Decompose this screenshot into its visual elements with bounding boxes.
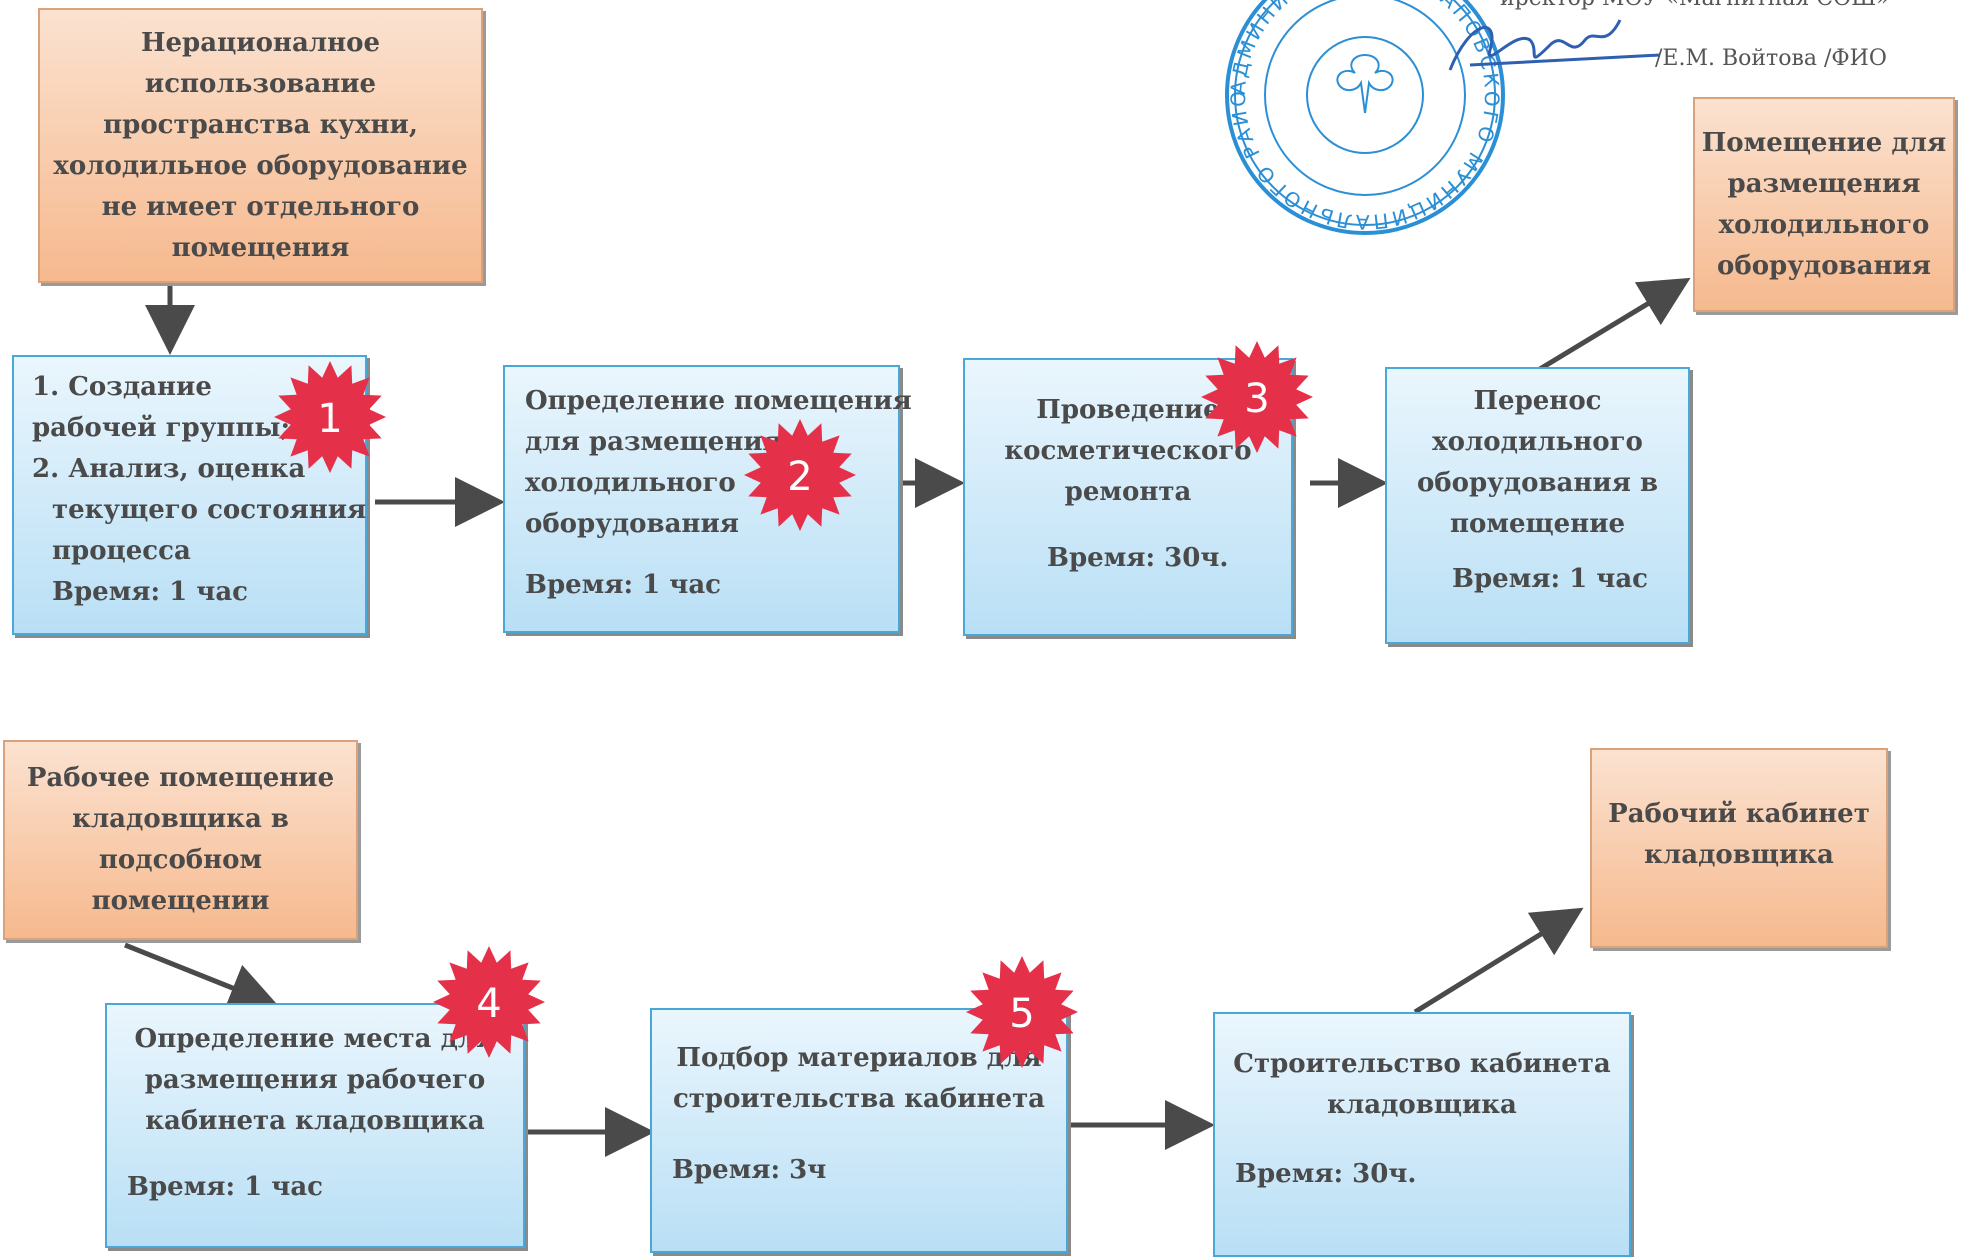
problem-line: пространства кухни, [103, 109, 418, 140]
step-time: Время: 30ч. [1235, 1159, 1417, 1189]
step-line: кладовщика [1327, 1090, 1517, 1120]
problem-box-kitchen: Нерационалное использование пространства… [38, 8, 483, 283]
problem-line: холодильное оборудование [53, 150, 468, 181]
director-title: иректор МОУ «Магнитная СОШ» [1500, 0, 1890, 11]
signature-mark [1448, 19, 1661, 71]
result-box-fridge-room: Помещение для размещения холодильного об… [1693, 97, 1955, 312]
problem-line: Рабочее помещение [26, 763, 335, 793]
result-line: Рабочий кабинет [1608, 799, 1870, 829]
step-line: кабинета кладовщика [145, 1106, 485, 1136]
step-line: строительства кабинета [672, 1084, 1046, 1114]
problem-line: кладовщика в [72, 804, 289, 834]
step-box-build-office: Строительство кабинета кладовщика Время:… [1213, 1012, 1631, 1257]
badge-number: 5 [1009, 991, 1034, 1037]
step-line: для размещения [525, 427, 782, 457]
step-line: косметического [1004, 436, 1252, 466]
step-line: холодильного [525, 468, 736, 498]
badge-number: 1 [317, 396, 342, 442]
step-line: Строительство кабинета [1233, 1049, 1611, 1079]
step-badge-5: 5 [966, 956, 1078, 1068]
step-time: Время: 3ч [672, 1155, 827, 1185]
step-badge-2: 2 [744, 419, 856, 531]
problem-line: не имеет отдельного [101, 191, 420, 222]
step-line: Определение помещения [525, 386, 912, 416]
step-line: рабочей группы; [32, 413, 291, 443]
step-box-working-group: 1. Создание рабочей группы; 2. Анализ, о… [12, 355, 367, 635]
step-badge-3: 3 [1201, 341, 1313, 453]
badge-number: 2 [787, 454, 812, 500]
result-line: холодильного [1718, 209, 1930, 240]
badge-number: 4 [476, 981, 501, 1027]
result-box-office: Рабочий кабинет кладовщика [1590, 748, 1888, 948]
step-time: Время: 1 час [525, 570, 721, 600]
step-box-move-fridge: Перенос холодильного оборудования в поме… [1385, 367, 1690, 644]
stamp-emblem-icon [1336, 53, 1394, 114]
step-time: Время: 1 час [52, 577, 248, 607]
step-time: Время: 30ч. [1047, 543, 1229, 573]
problem-line: подсобном [98, 845, 263, 875]
step-line: процесса [52, 536, 191, 566]
result-line: размещения [1727, 168, 1921, 199]
result-line: кладовщика [1644, 840, 1834, 870]
step-box-define-place: Определение места для размещения рабочег… [105, 1003, 525, 1248]
problem-line: использование [144, 68, 377, 99]
step-line: оборудования в [1416, 468, 1659, 498]
arrow-row2-step3-to-result [1413, 907, 1584, 1015]
badge-number: 3 [1244, 376, 1269, 422]
step-line: оборудования [525, 509, 739, 539]
step-line: Перенос [1473, 386, 1602, 416]
result-line: оборудования [1717, 250, 1931, 281]
step-line: холодильного [1432, 427, 1643, 457]
step-line: текущего состояния [52, 495, 367, 525]
problem-line: помещения [171, 232, 350, 263]
official-stamp: АДМИНИСТРАЦИЯ АГАПОВСКОГО МУНИЦИПАЛЬНОГО… [1200, 0, 1505, 235]
step-box-materials: Подбор материалов для строительства каби… [650, 1008, 1068, 1253]
step-line: размещения рабочего [144, 1065, 486, 1095]
step-line: Проведение [1036, 395, 1220, 425]
arrow-problem2-to-step1 [124, 942, 280, 1012]
problem-box-storekeeper: Рабочее помещение кладовщика в подсобном… [3, 740, 358, 940]
step-line: 2. Анализ, оценка [32, 454, 306, 484]
signer-name: /Е.М. Войтова /ФИО [1655, 46, 1887, 71]
step-line: помещение [1449, 509, 1626, 539]
step-box-define-room: Определение помещения для размещения хол… [503, 365, 912, 633]
result-line: Помещение для [1701, 127, 1947, 158]
problem-line: помещении [91, 886, 270, 916]
arrow-step4-to-result1 [1528, 277, 1691, 378]
step-time: Время: 1 час [127, 1172, 323, 1202]
problem-line: Нерационалное [140, 27, 381, 58]
step-line: Определение места для [134, 1024, 496, 1054]
step-line: Подбор материалов для [676, 1043, 1042, 1073]
step-badge-4: 4 [433, 946, 545, 1058]
step-time: Время: 1 час [1452, 564, 1648, 594]
step-badge-1: 1 [274, 361, 386, 473]
step-box-repair: Проведение косметического ремонта Время:… [963, 358, 1293, 636]
step-line: 1. Создание [32, 372, 212, 402]
step-line: ремонта [1064, 477, 1192, 507]
